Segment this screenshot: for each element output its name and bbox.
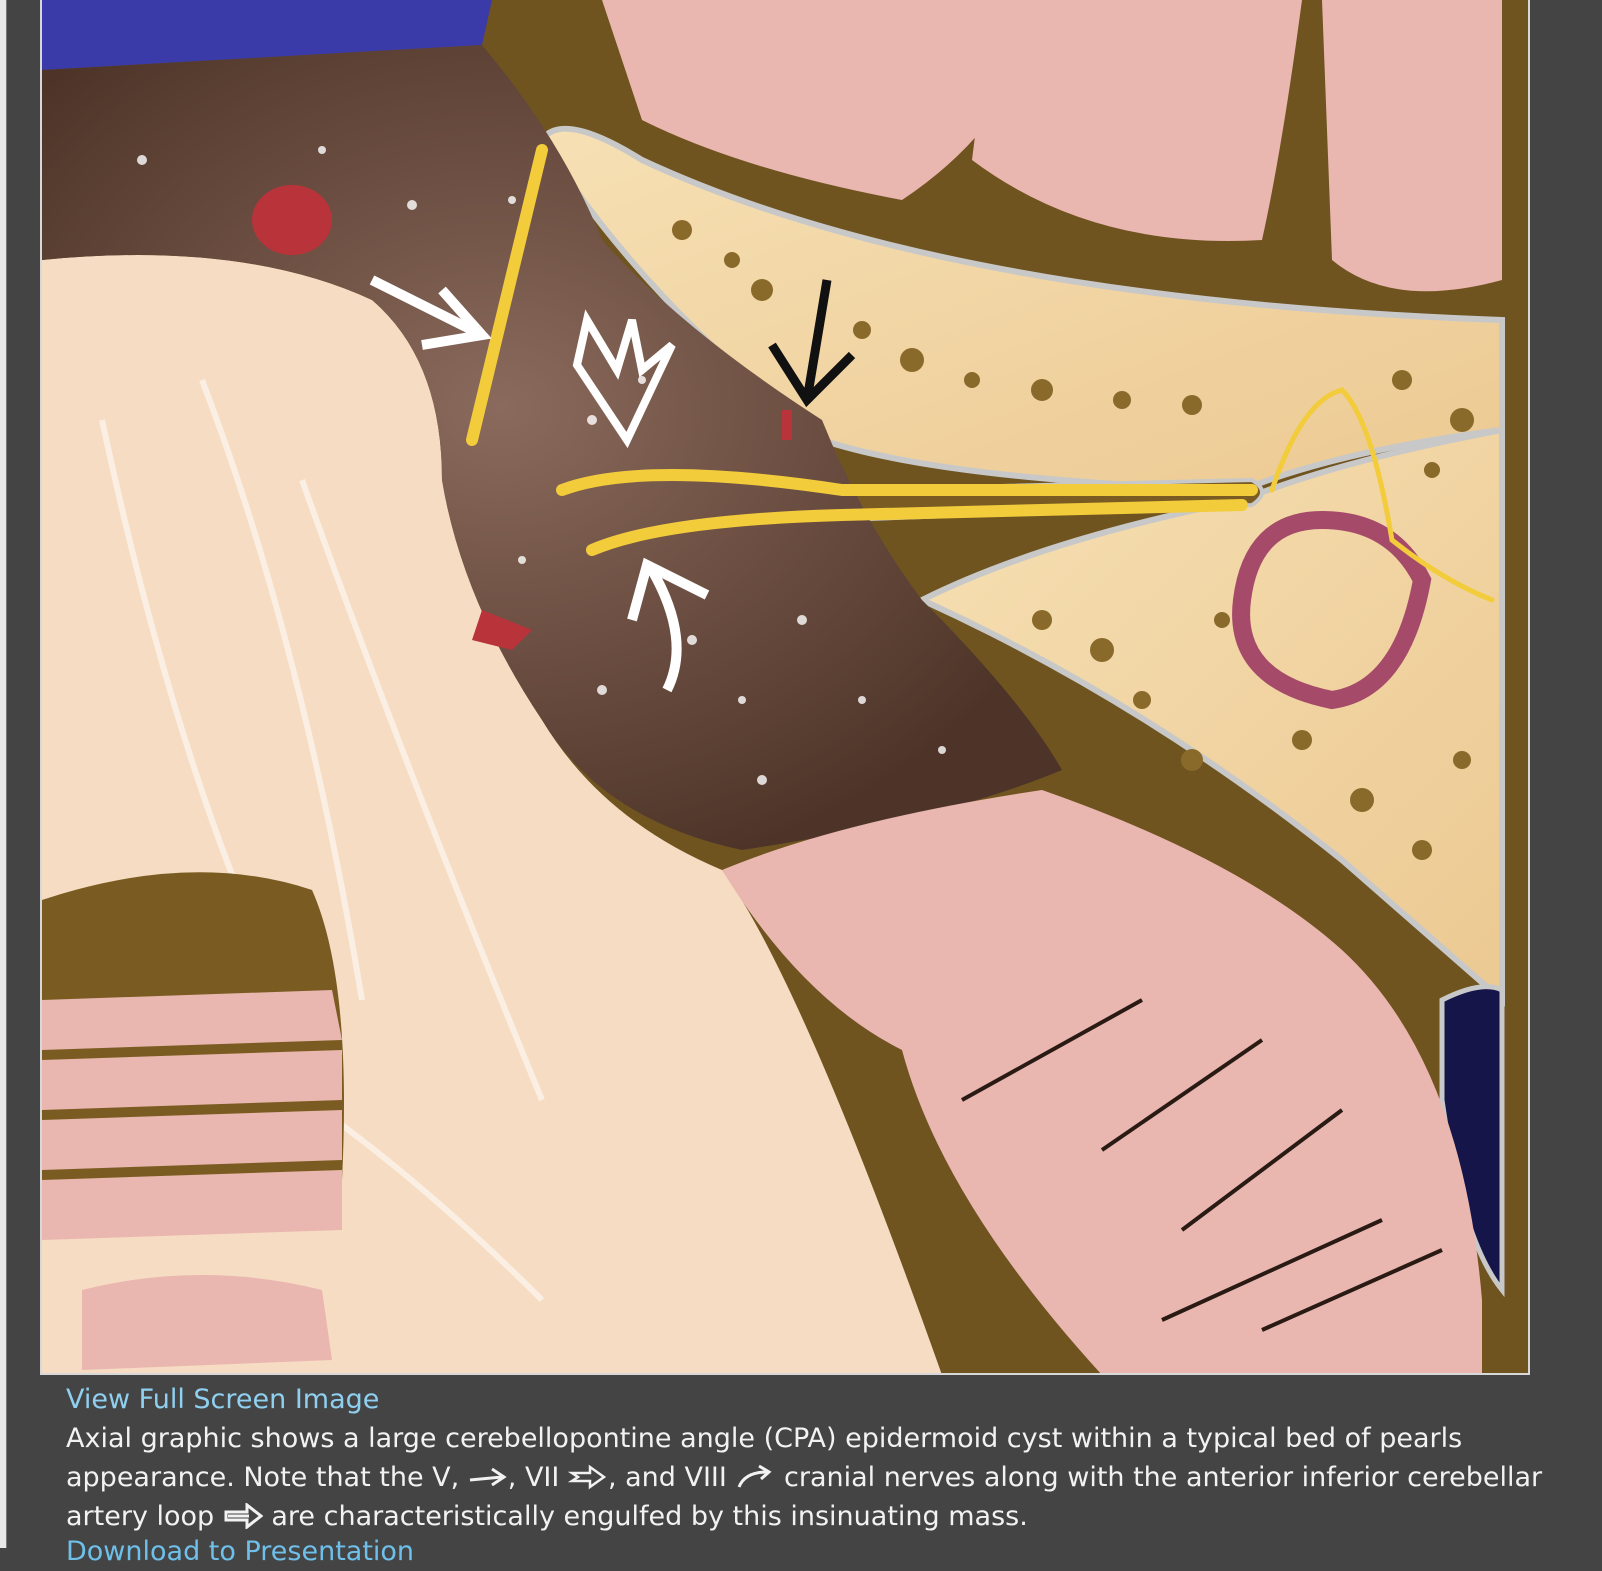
cranial-nerves <box>466 144 1495 603</box>
open-arrow-icon <box>567 1464 607 1490</box>
cochlea <box>1232 510 1432 710</box>
cerebellar-folium-3 <box>1322 0 1502 292</box>
caption-text: Axial graphic shows a large cerebellopon… <box>66 1419 1546 1536</box>
cpa-epidermoid-illustration <box>42 0 1528 1373</box>
bold-arrow-icon <box>224 1503 263 1529</box>
arrow-aica-black <box>768 279 856 408</box>
caption-part-1: Axial graphic shows a large cerebellopon… <box>66 1423 1463 1493</box>
arteries <box>252 185 792 650</box>
cerebellar-hemisphere <box>722 790 1482 1373</box>
caption-part-2: , VII <box>507 1462 568 1493</box>
caption-part-5: are characteristically engulfed by this … <box>262 1501 1028 1532</box>
venous-plexus <box>42 0 492 70</box>
figure-caption: View Full Screen Image Axial graphic sho… <box>66 1380 1546 1536</box>
cerebellar-folium-1 <box>602 0 1042 200</box>
caption-part-3: , and VIII <box>607 1462 736 1493</box>
curved-arrow-icon <box>738 1464 772 1488</box>
vermis-folia <box>42 990 342 1370</box>
download-to-presentation-link[interactable]: Download to Presentation <box>66 1536 415 1567</box>
cerebellar-sulci <box>961 998 1443 1332</box>
caption-part-4: cranial nerves along with the anterior i… <box>66 1462 1543 1532</box>
pearls <box>137 146 946 785</box>
cerebellar-folium-2 <box>972 0 1302 241</box>
arrow-vestibulocochlear-curved <box>627 557 710 693</box>
arrow-right-icon <box>469 1467 507 1487</box>
bone-trabeculae <box>672 220 1474 860</box>
figure-image[interactable] <box>40 0 1530 1375</box>
arrow-facial-open <box>572 309 676 449</box>
arrow-trigeminal <box>369 275 492 350</box>
view-full-screen-link[interactable]: View Full Screen Image <box>66 1384 380 1415</box>
left-scroll-strip <box>0 0 7 1548</box>
